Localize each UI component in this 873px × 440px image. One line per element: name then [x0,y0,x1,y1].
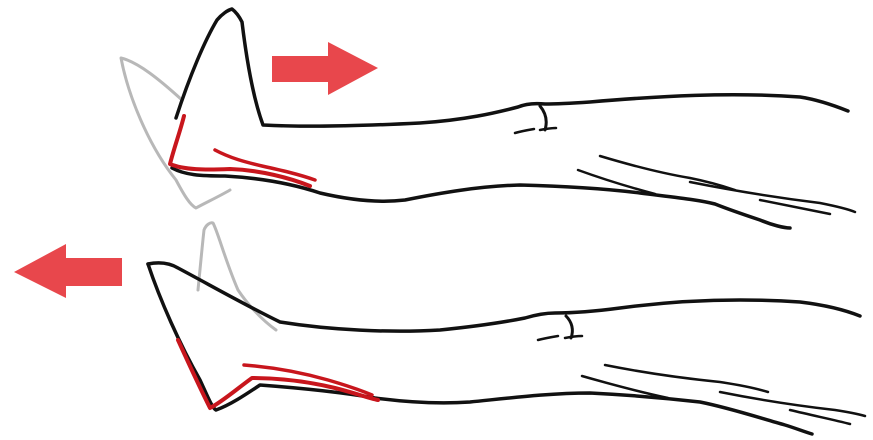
bottom-knee-crease [566,316,572,338]
top-ghost-foot-outline [121,58,230,208]
bottom-foot-outline [148,263,860,331]
bottom-leg [14,223,865,434]
bottom-knee-mark [538,336,582,340]
arrow-left-icon [14,244,122,298]
bottom-leg-bottom-outline [148,264,812,434]
top-knee-crease [540,106,546,130]
top-leg-bottom-outline [172,168,790,228]
arrow-right-icon [272,42,378,95]
top-knee-mark [515,128,556,133]
top-calf-line-3 [690,182,855,212]
top-leg [121,9,855,228]
